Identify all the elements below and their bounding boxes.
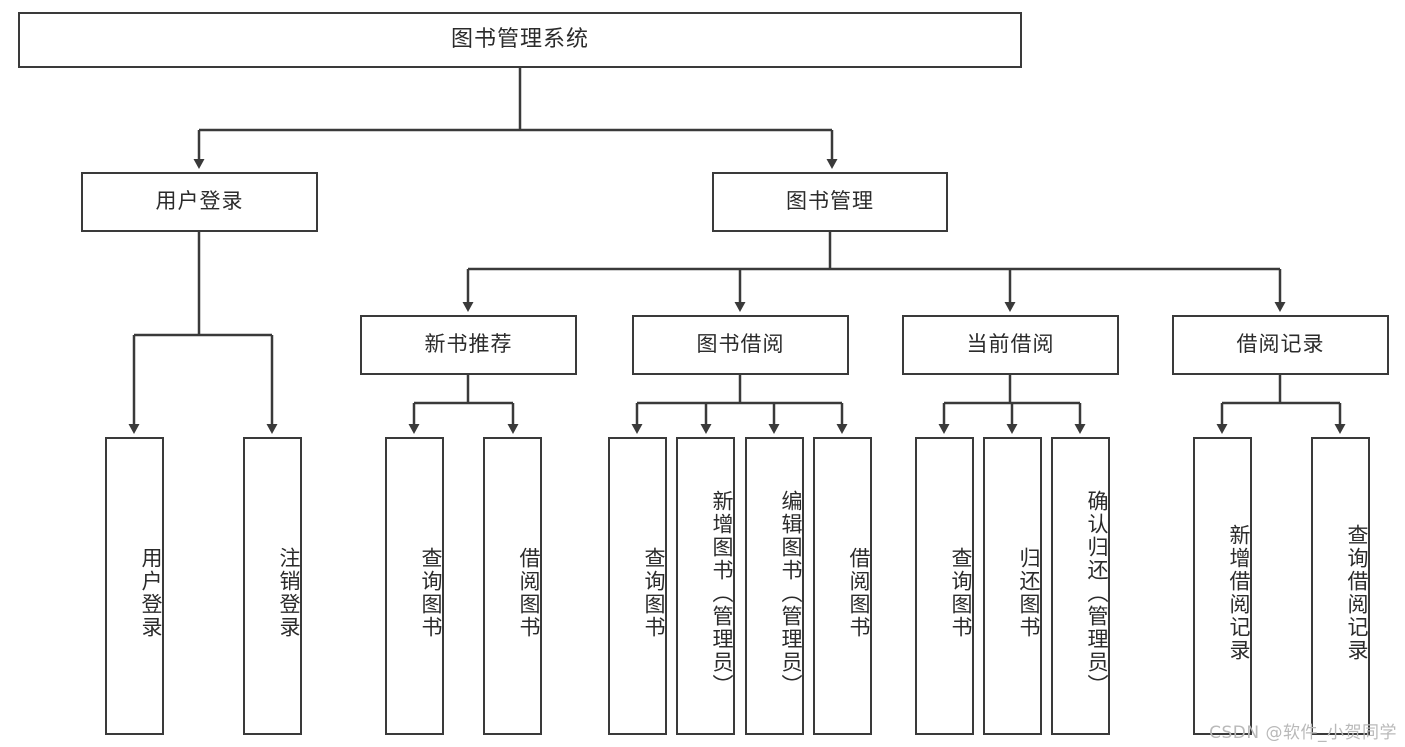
leaf-user-login-label: 用户登录	[139, 547, 163, 639]
leaf-logout-label: 注销登录	[277, 547, 301, 639]
node-user-login-label: 用户登录	[155, 189, 244, 214]
node-book-borrow[interactable]: 图书借阅	[632, 315, 849, 375]
node-current-borrow[interactable]: 当前借阅	[902, 315, 1119, 375]
leaf-logout[interactable]: 注销登录	[243, 437, 302, 735]
leaf-return-book[interactable]: 归还图书	[983, 437, 1042, 735]
node-borrow-record[interactable]: 借阅记录	[1172, 315, 1389, 375]
leaf-add-book-label: 新增图书（管理员）	[710, 489, 734, 697]
leaf-query-book-2-label: 查询图书	[642, 547, 666, 639]
node-new-book-recommend[interactable]: 新书推荐	[360, 315, 577, 375]
leaf-edit-book[interactable]: 编辑图书（管理员）	[745, 437, 804, 735]
leaf-query-record[interactable]: 查询借阅记录	[1311, 437, 1370, 735]
node-book-manage[interactable]: 图书管理	[712, 172, 948, 232]
leaf-query-record-label: 查询借阅记录	[1345, 524, 1369, 662]
leaf-query-book-2[interactable]: 查询图书	[608, 437, 667, 735]
node-new-book-recommend-label: 新书推荐	[424, 332, 513, 357]
node-user-login[interactable]: 用户登录	[81, 172, 318, 232]
node-root[interactable]: 图书管理系统	[18, 12, 1022, 68]
leaf-borrow-book-1[interactable]: 借阅图书	[483, 437, 542, 735]
watermark: CSDN @软件_小贺同学	[1209, 723, 1397, 743]
leaf-confirm-return-label: 确认归还（管理员）	[1085, 489, 1109, 697]
leaf-add-record-label: 新增借阅记录	[1227, 524, 1251, 662]
leaf-edit-book-label: 编辑图书（管理员）	[779, 489, 803, 697]
leaf-query-book-3-label: 查询图书	[949, 547, 973, 639]
leaf-query-book-1-label: 查询图书	[419, 547, 443, 639]
leaf-confirm-return[interactable]: 确认归还（管理员）	[1051, 437, 1110, 735]
node-book-borrow-label: 图书借阅	[696, 332, 785, 357]
node-borrow-record-label: 借阅记录	[1236, 332, 1325, 357]
leaf-add-book[interactable]: 新增图书（管理员）	[676, 437, 735, 735]
leaf-return-book-label: 归还图书	[1017, 547, 1041, 639]
leaf-query-book-3[interactable]: 查询图书	[915, 437, 974, 735]
leaf-borrow-book-2[interactable]: 借阅图书	[813, 437, 872, 735]
node-current-borrow-label: 当前借阅	[966, 332, 1055, 357]
leaf-borrow-book-1-label: 借阅图书	[517, 547, 541, 639]
leaf-query-book-1[interactable]: 查询图书	[385, 437, 444, 735]
leaf-borrow-book-2-label: 借阅图书	[847, 547, 871, 639]
leaf-user-login[interactable]: 用户登录	[105, 437, 164, 735]
leaf-add-record[interactable]: 新增借阅记录	[1193, 437, 1252, 735]
node-book-manage-label: 图书管理	[786, 189, 874, 214]
node-root-label: 图书管理系统	[450, 26, 589, 52]
